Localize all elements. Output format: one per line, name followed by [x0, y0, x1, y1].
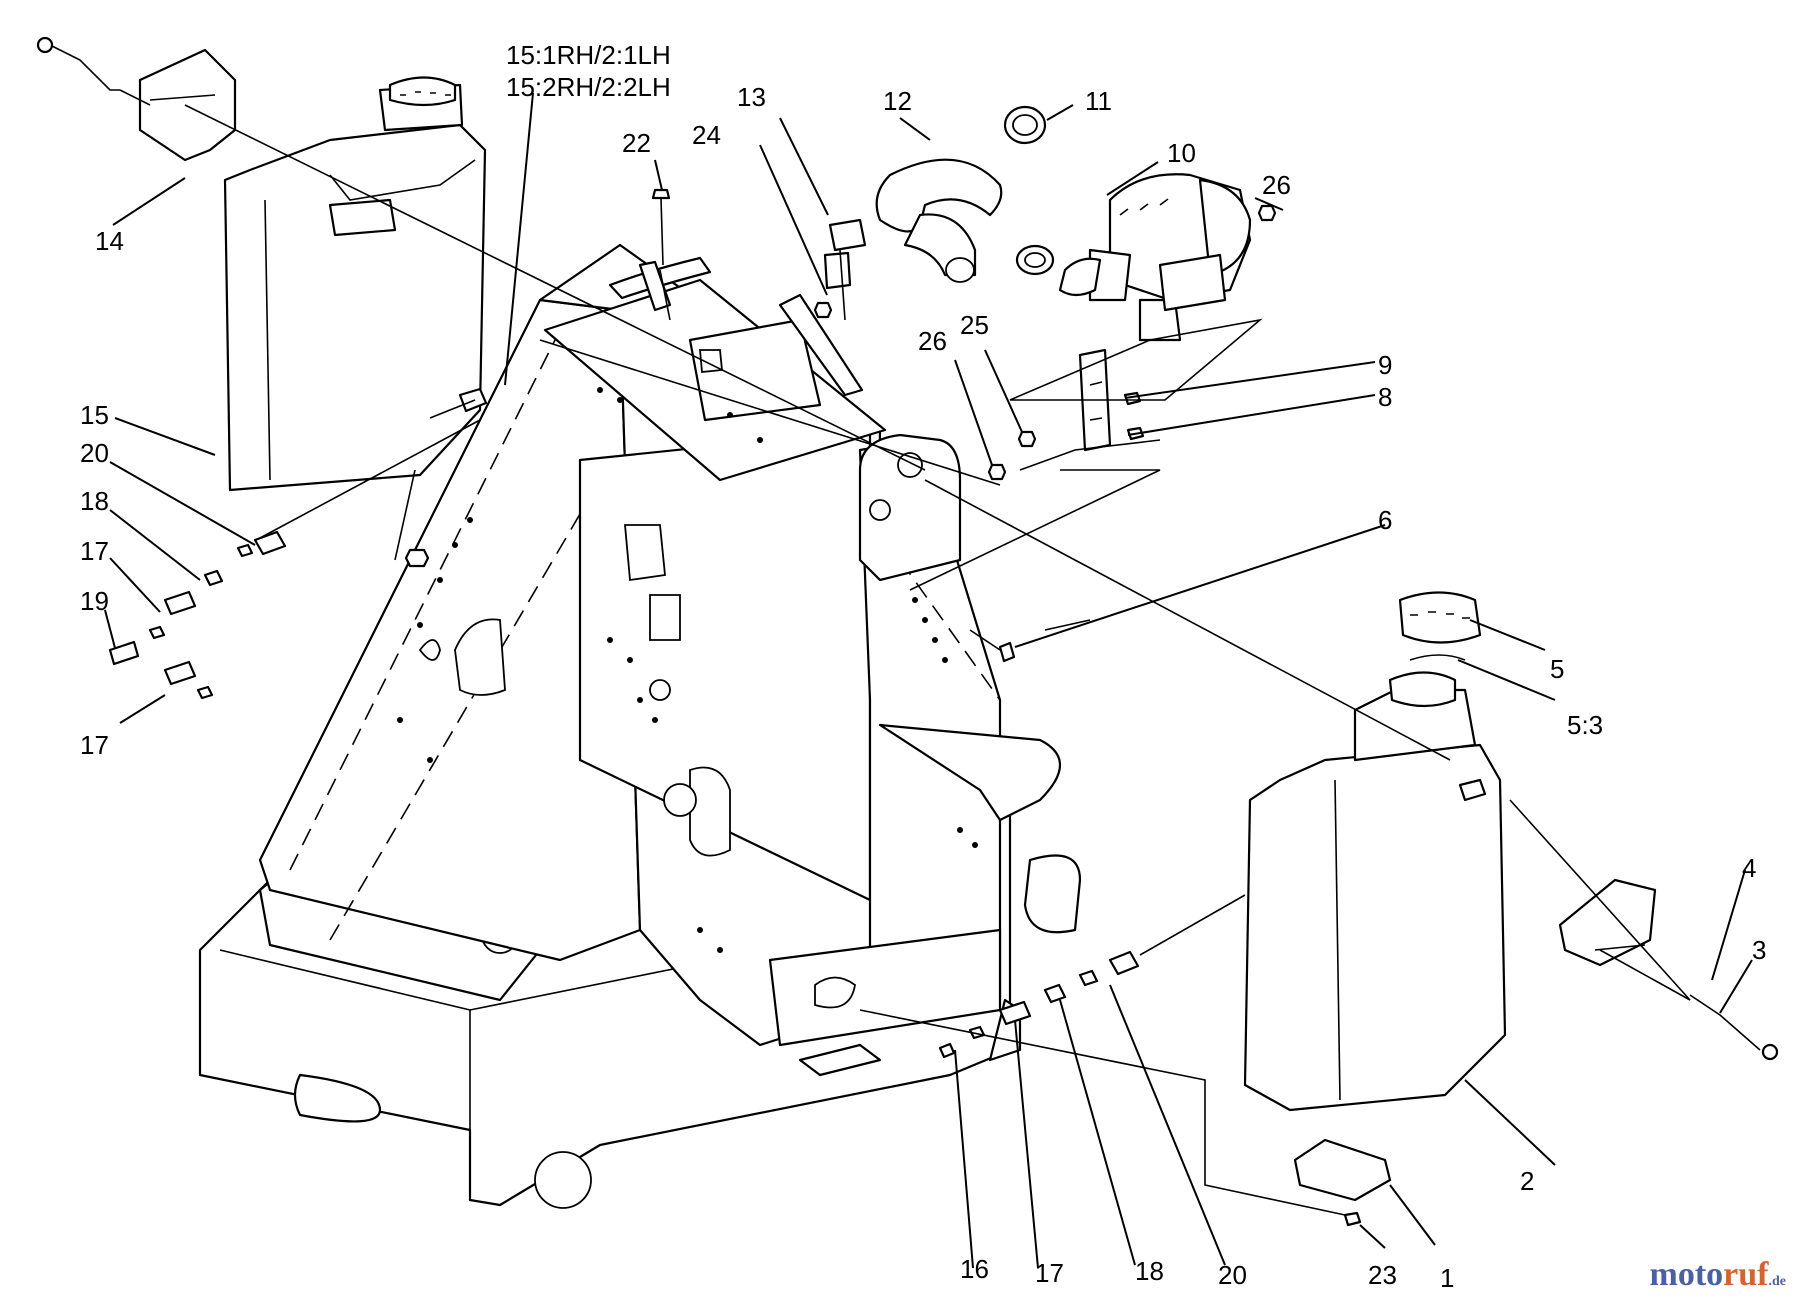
callout-4: 4: [1742, 853, 1757, 883]
callout-13: 13: [737, 82, 766, 112]
air-cleaner-assembly: [1058, 173, 1252, 342]
callout-15: 15: [80, 400, 109, 430]
callout-15-rh2: 15:2RH/2:2LH: [506, 72, 671, 102]
right-fuel-tank: [1243, 591, 1507, 1112]
watermark-part2: ruf: [1723, 1256, 1769, 1293]
callout-8: 8: [1378, 382, 1393, 412]
callout-2: 2: [1520, 1166, 1535, 1196]
callout-26-right: 26: [1262, 170, 1291, 200]
watermark-part1: moto: [1649, 1256, 1724, 1293]
callout-20-bottom: 20: [1218, 1260, 1247, 1290]
callout-26-left: 26: [918, 326, 947, 356]
callout-19: 19: [80, 586, 109, 616]
callout-17-bottom: 17: [1035, 1258, 1064, 1288]
hardware-items: [36, 36, 1779, 1227]
callout-17-left-bottom: 17: [80, 730, 109, 760]
main-frame: [198, 243, 1082, 1209]
callout-11: 11: [1085, 86, 1112, 116]
callout-24: 24: [692, 120, 721, 150]
callout-20-left: 20: [80, 438, 109, 468]
callout-16: 16: [960, 1254, 989, 1284]
callout-23: 23: [1368, 1260, 1397, 1290]
assembly-centerlines: [119, 89, 1691, 1216]
callout-15-rh1: 15:1RH/2:1LH: [506, 40, 671, 70]
callout-5: 5: [1550, 654, 1565, 684]
watermark-part3: .de: [1768, 1274, 1787, 1289]
callout-9: 9: [1378, 350, 1393, 380]
callout-1: 1: [1440, 1263, 1455, 1293]
leader-lines: [104, 92, 1753, 1269]
motoruf-watermark-logo: motoruf.de: [1650, 1256, 1786, 1294]
callout-18-bottom: 18: [1135, 1256, 1164, 1286]
callout-14: 14: [95, 226, 124, 256]
callout-3: 3: [1752, 935, 1767, 965]
callout-17-left-top: 17: [80, 536, 109, 566]
callout-12: 12: [883, 86, 912, 116]
left-fuel-tank: [223, 76, 488, 492]
callout-6: 6: [1378, 505, 1393, 535]
frame-bolt-holes: [397, 387, 978, 953]
callout-18-left: 18: [80, 486, 109, 516]
callout-25: 25: [960, 310, 989, 340]
intake-hose: [875, 105, 1055, 283]
callout-10: 10: [1167, 138, 1196, 168]
callout-5-3: 5:3: [1567, 710, 1604, 740]
callout-22: 22: [622, 128, 651, 158]
